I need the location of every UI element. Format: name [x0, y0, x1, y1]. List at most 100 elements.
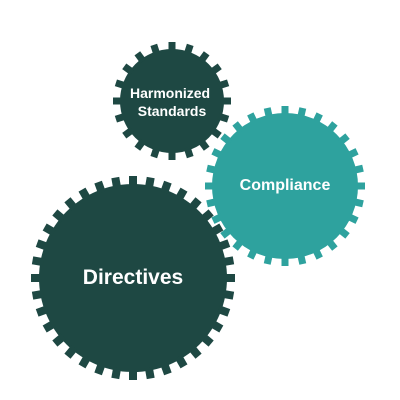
gear-directives-tooth [175, 354, 188, 369]
gear-compliance-teeth [205, 106, 365, 266]
gear-harmonized-standards-body [120, 49, 224, 153]
gear-compliance-tooth [263, 253, 273, 265]
gear-compliance-tooth [205, 182, 215, 190]
gear-harmonized-standards-tooth [114, 112, 127, 123]
gear-compliance-tooth [337, 226, 350, 239]
gear-harmonized-standards: Harmonized Standards [113, 42, 231, 160]
gear-directives-tooth [94, 362, 106, 376]
gear-compliance-tooth [346, 148, 359, 159]
gear-harmonized-standards-tooth [150, 43, 161, 56]
gear-directives-tooth [31, 289, 45, 300]
gear-directives-tooth [224, 274, 235, 282]
gear-directives-label: Directives [83, 266, 183, 289]
gear-directives-tooth [52, 333, 66, 347]
gear-compliance-tooth [297, 107, 307, 119]
gear-directives-tooth [78, 354, 91, 369]
gear-compliance-tooth [232, 238, 245, 251]
gear-compliance-tooth [352, 198, 364, 208]
gear-directives-tooth [111, 176, 122, 190]
gear-compliance-label: Compliance [240, 177, 331, 194]
gear-directives-tooth [160, 180, 172, 194]
gear-compliance-body [212, 113, 358, 259]
gear-compliance-tooth [312, 112, 323, 125]
gear-directives-tooth [188, 197, 202, 211]
gear-compliance-tooth [281, 106, 289, 116]
gear-compliance-tooth [325, 238, 338, 251]
gear-directives-label-line-1: Directives [83, 266, 183, 289]
gear-compliance-tooth [220, 226, 233, 239]
gear-harmonized-standards-label: Harmonized Standards [130, 85, 214, 119]
gear-directives-teeth [31, 176, 235, 380]
gear-harmonized-standards-tooth [209, 126, 222, 139]
gear-compliance-tooth [312, 247, 323, 260]
gear-compliance-tooth [206, 164, 218, 174]
gear-harmonized-standards-tooth [209, 63, 222, 76]
gear-directives: Directives [31, 176, 235, 380]
gear-directives-tooth [52, 209, 66, 223]
gear-directives-tooth [111, 366, 122, 380]
gear-compliance-tooth [355, 182, 365, 190]
gear-harmonized-standards-tooth [221, 97, 231, 105]
gear-harmonized-standards-tooth [197, 138, 210, 151]
gear-directives-tooth [64, 197, 78, 211]
gear-compliance-tooth [206, 198, 218, 208]
gear-directives-tooth [209, 223, 224, 236]
gear-directives-tooth [200, 333, 214, 347]
gear-directives-tooth [188, 345, 202, 359]
gear-compliance-tooth [232, 121, 245, 134]
gear-directives-tooth [217, 305, 231, 317]
gear-compliance-tooth [346, 213, 359, 224]
gear-directives-tooth [200, 209, 214, 223]
gear-directives-tooth [221, 289, 235, 300]
gear-directives-tooth [175, 187, 188, 202]
gear-compliance-tooth [247, 112, 258, 125]
gear-compliance-tooth [352, 164, 364, 174]
gear-harmonized-standards-tooth [134, 51, 147, 64]
gear-directives-tooth [129, 369, 137, 380]
gear-harmonized-standards-teeth [113, 42, 231, 160]
gear-directives-tooth [64, 345, 78, 359]
gear-directives-tooth [78, 187, 91, 202]
gear-harmonized-standards-tooth [168, 150, 176, 160]
gear-compliance-tooth [247, 247, 258, 260]
gear-directives-tooth [35, 239, 49, 251]
gear-harmonized-standards-tooth [217, 112, 230, 123]
gear-directives-tooth [94, 180, 106, 194]
gear-directives-tooth [160, 362, 172, 376]
gear-directives-tooth [35, 305, 49, 317]
gear-compliance-tooth [325, 121, 338, 134]
gear-harmonized-standards-tooth [122, 63, 135, 76]
gear-harmonized-standards-tooth [168, 42, 176, 52]
gear-directives-body [39, 184, 227, 372]
gear-directives-tooth [144, 176, 155, 190]
gear-compliance-tooth [220, 133, 233, 146]
gear-harmonized-standards-tooth [122, 126, 135, 139]
gear-compliance-tooth [211, 213, 224, 224]
gear-harmonized-standards-tooth [134, 138, 147, 151]
gear-compliance-tooth [263, 107, 273, 119]
gear-directives-tooth [209, 320, 224, 333]
gear-directives-tooth [31, 256, 45, 267]
gear-directives-tooth [129, 176, 137, 187]
gear-harmonized-standards-tooth [113, 97, 123, 105]
gear-harmonized-standards-tooth [183, 43, 194, 56]
gear-compliance-tooth [211, 148, 224, 159]
gear-directives-tooth [42, 223, 57, 236]
gear-harmonized-standards-tooth [150, 146, 161, 159]
gear-harmonized-standards-tooth [197, 51, 210, 64]
gear-directives-tooth [221, 256, 235, 267]
gear-harmonized-standards-tooth [217, 79, 230, 90]
gear-compliance-label-line-1: Compliance [240, 177, 331, 194]
gear-directives-tooth [144, 366, 155, 380]
gear-directives-tooth [217, 239, 231, 251]
gear-harmonized-standards-tooth [114, 79, 127, 90]
gear-compliance: Compliance [205, 106, 365, 266]
gear-harmonized-standards-label-line-1: Harmonized [130, 85, 210, 101]
gear-compliance-tooth [297, 253, 307, 265]
gear-compliance-tooth [281, 256, 289, 266]
gear-directives-tooth [42, 320, 57, 333]
gear-harmonized-standards-tooth [183, 146, 194, 159]
gear-directives-tooth [31, 274, 42, 282]
gear-harmonized-standards-label-line-2: Standards [138, 103, 207, 119]
